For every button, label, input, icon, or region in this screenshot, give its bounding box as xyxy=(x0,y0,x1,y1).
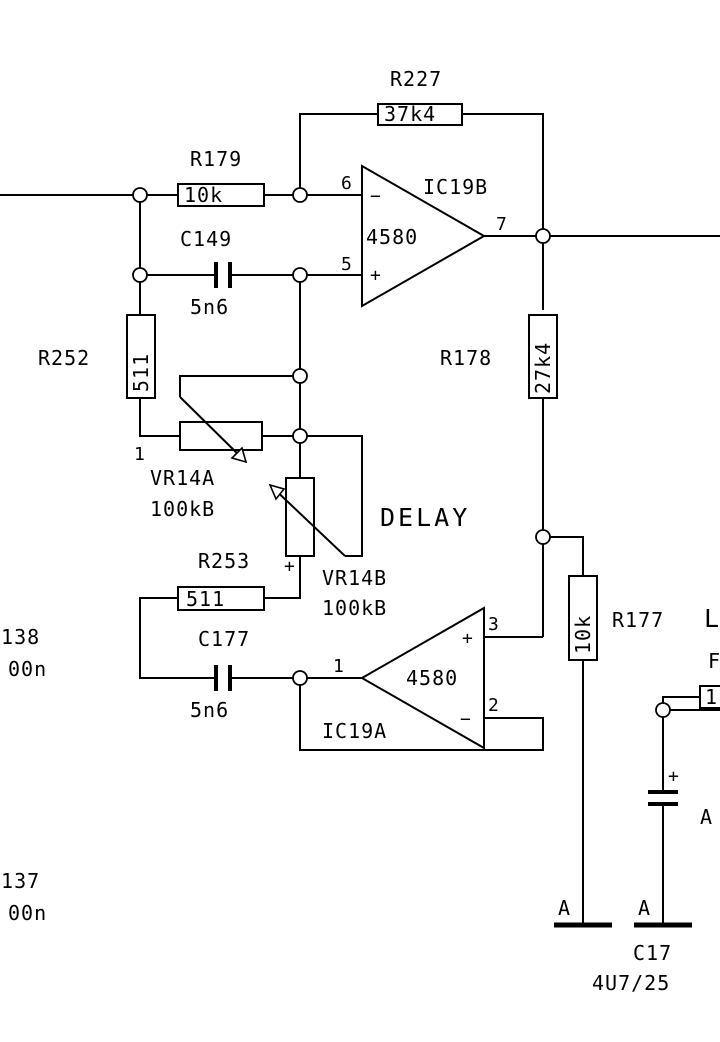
ic19b-pin7: 7 xyxy=(496,214,508,235)
junction-node xyxy=(655,702,671,718)
opamp-ic19b: − + 4580 IC19B 6 5 7 xyxy=(341,164,508,308)
ground-a1-label: A xyxy=(558,896,571,920)
r252-label: R252 xyxy=(38,346,90,370)
junction-node xyxy=(292,670,308,686)
vr14a-label: VR14A xyxy=(150,466,215,490)
c138-value: 00n xyxy=(8,657,47,681)
edge-label-1: 1 xyxy=(705,685,718,709)
c149-label: C149 xyxy=(180,227,232,251)
resistor-r252: R252 511 xyxy=(38,314,156,399)
wires xyxy=(0,113,720,925)
r252-value: 511 xyxy=(129,353,153,392)
ic19b-pin6: 6 xyxy=(341,173,353,194)
r179-label: R179 xyxy=(190,147,242,171)
ic19b-minus: − xyxy=(370,186,382,207)
edge-label-f: F xyxy=(708,649,720,673)
ic19a-part: 4580 xyxy=(406,666,458,690)
ground-a2-label: A xyxy=(638,896,651,920)
r227-value: 37k4 xyxy=(384,102,436,126)
vr14a-value: 100kB xyxy=(150,497,215,521)
edge-label-l: L xyxy=(704,604,720,633)
r253-label: R253 xyxy=(198,549,250,573)
left-edge-partial: C138 00n C137 00n xyxy=(0,625,47,925)
r177-label: R177 xyxy=(612,608,664,632)
capacitor-c17: + C17 4U7/25 xyxy=(592,766,680,995)
net-a-right-label: A xyxy=(700,805,713,829)
c17-polarity: + xyxy=(668,766,680,787)
junction-node xyxy=(292,267,308,283)
junction-nodes xyxy=(132,187,671,718)
ic19b-label: IC19B xyxy=(423,175,488,199)
resistor-r177: R177 10k xyxy=(568,575,664,661)
r177-value: 10k xyxy=(571,615,595,654)
ic19a-label: IC19A xyxy=(322,719,387,743)
ic19a-minus: − xyxy=(460,709,472,730)
ic19b-part: 4580 xyxy=(366,225,418,249)
potentiometer-vr14b: + VR14B 100kB xyxy=(268,477,387,620)
right-edge-partial: L F 1 xyxy=(699,604,720,709)
ic19b-plus: + xyxy=(370,265,382,286)
opamp-ic19a: + − 4580 IC19A 1 3 2 xyxy=(322,606,500,750)
r179-value: 10k xyxy=(184,183,223,207)
c138-label: C138 xyxy=(0,625,40,649)
ic19a-pin3: 3 xyxy=(488,614,500,635)
delay-label: DELAY xyxy=(380,503,470,532)
r178-label: R178 xyxy=(440,346,492,370)
resistor-r253: R253 511 xyxy=(177,549,265,611)
r227-label: R227 xyxy=(390,67,442,91)
c17-label: C17 xyxy=(633,941,672,965)
resistor-r179: R179 10k xyxy=(177,147,265,207)
vr14b-label: VR14B xyxy=(322,566,387,590)
ground-symbol-a1: A xyxy=(554,896,612,928)
r253-value: 511 xyxy=(186,587,225,611)
c177-label: C177 xyxy=(198,627,250,651)
junction-node xyxy=(292,368,308,384)
ground-symbol-a2: A xyxy=(634,896,692,928)
potentiometer-vr14a: 1 VR14A 100kB xyxy=(134,396,263,521)
c137-label: C137 xyxy=(0,869,40,893)
junction-node xyxy=(292,187,308,203)
vr14a-pin1: 1 xyxy=(134,444,146,465)
ic19a-pin1: 1 xyxy=(333,656,345,677)
c137-value: 00n xyxy=(8,901,47,925)
ic19a-pin2: 2 xyxy=(488,695,500,716)
c17-value: 4U7/25 xyxy=(592,971,670,995)
junction-node xyxy=(535,228,551,244)
capacitor-c149: C149 5n6 xyxy=(180,227,232,319)
junction-node xyxy=(535,529,551,545)
junction-node xyxy=(132,187,148,203)
junction-node xyxy=(132,267,148,283)
vr14b-pin-mark: + xyxy=(284,556,296,577)
resistor-r178: R178 27k4 xyxy=(440,314,558,399)
ic19b-pin5: 5 xyxy=(341,254,353,275)
vr14b-value: 100kB xyxy=(322,596,387,620)
capacitor-c177: C177 5n6 xyxy=(190,627,250,722)
ic19a-plus: + xyxy=(462,628,474,649)
c177-value: 5n6 xyxy=(190,698,229,722)
junction-node xyxy=(292,428,308,444)
r178-value: 27k4 xyxy=(531,342,555,394)
resistor-r227: R227 37k4 xyxy=(377,67,463,126)
c149-value: 5n6 xyxy=(190,295,229,319)
